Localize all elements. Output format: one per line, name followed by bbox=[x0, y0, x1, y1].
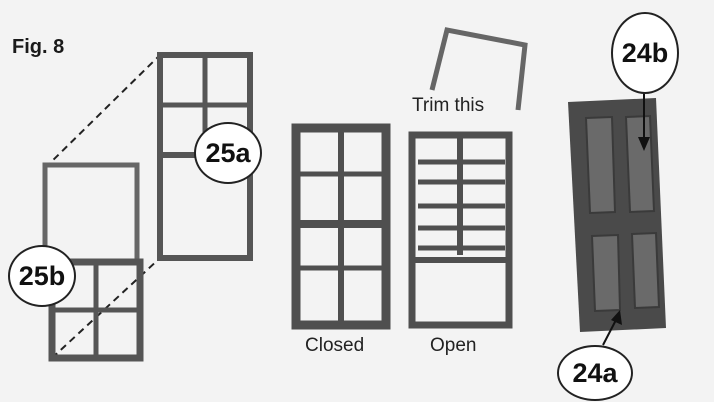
caption-trim: Trim this bbox=[412, 95, 484, 117]
door bbox=[568, 98, 666, 332]
caption-open: Open bbox=[430, 335, 476, 357]
guide-line-top bbox=[45, 55, 160, 168]
callout-24b: 24b bbox=[611, 12, 679, 94]
window-closed bbox=[296, 128, 386, 325]
callout-24a: 24a bbox=[557, 345, 633, 401]
caption-closed: Closed bbox=[305, 335, 364, 357]
callout-25b: 25b bbox=[8, 245, 76, 307]
window-open bbox=[412, 135, 509, 325]
callout-25a: 25a bbox=[194, 122, 262, 184]
figure-label: Fig. 8 bbox=[12, 36, 64, 59]
